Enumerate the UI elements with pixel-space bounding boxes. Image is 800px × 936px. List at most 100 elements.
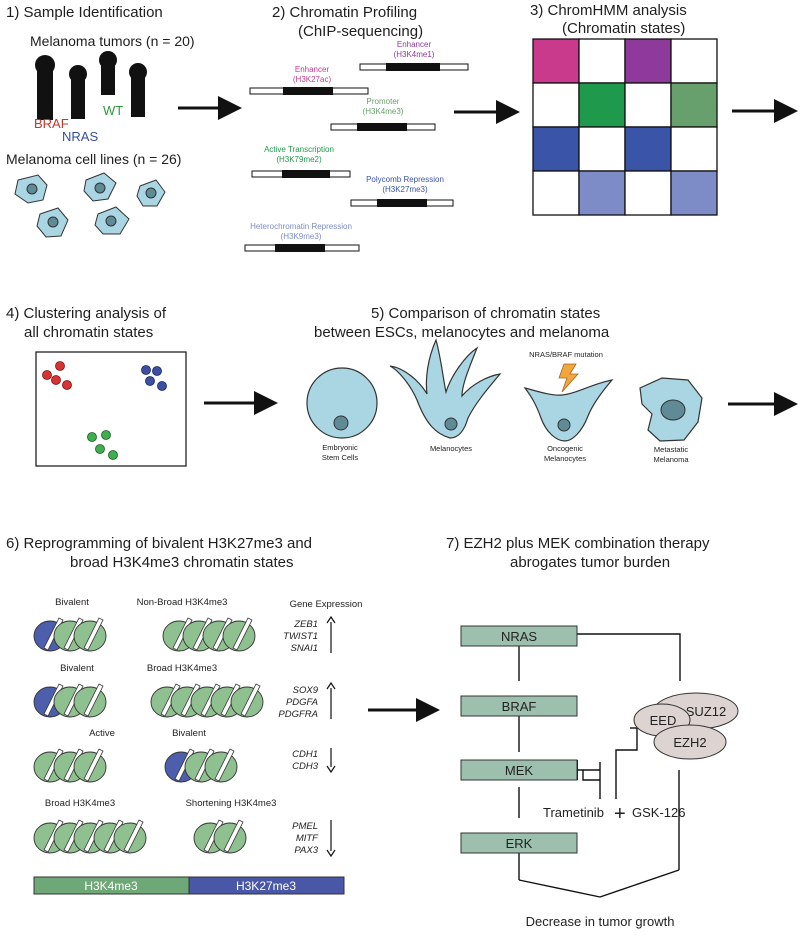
chromhmm-cell-r2-c4 (670, 82, 718, 128)
row3-right-nucleosome-3 (204, 748, 238, 783)
wt-label: WT (103, 103, 123, 118)
mek-label-p7: MEK (505, 763, 534, 778)
panel-4-title-line1: 4) Clustering analysis of (6, 305, 167, 322)
chromhmm-cell-r1-c2 (578, 38, 626, 84)
pathway-connectors (518, 633, 681, 898)
row3-right-state-label: Bivalent (172, 728, 206, 739)
braf-label: BRAF (34, 116, 69, 131)
chromhmm-cell-r3-c3 (624, 126, 672, 172)
row2-left-nucleosome-3 (73, 683, 107, 718)
ezh2-label: EZH2 (673, 735, 706, 750)
track-enhancer-h3k4me1-name: Enhancer (397, 40, 432, 49)
track-enhancer-h3k27ac-name: Enhancer (295, 65, 330, 74)
row4-right-state-label: Shortening H3K4me3 (186, 798, 277, 809)
row1-left-nucleosome-3 (73, 617, 107, 652)
panel-7-title-line1: 7) EZH2 plus MEK combination therapy (446, 535, 710, 552)
row4-gene-mitf: MITF (296, 833, 319, 844)
row2-right-state-label: Broad H3K4me3 (147, 663, 217, 674)
row1-expression-arrow-up (326, 615, 336, 653)
cluster-blue (141, 365, 167, 391)
panel-5-comparison: 5) Comparison of chromatin states betwee… (306, 305, 703, 464)
mutation-label: NRAS/BRAF mutation (529, 350, 603, 359)
panel-1-title: 1) Sample Identification (6, 4, 163, 21)
gsk126-label: GSK-126 (632, 805, 685, 820)
row1-gene-zeb1: ZEB1 (293, 619, 318, 630)
legend-h3k27me3-label: H3K27me3 (236, 879, 296, 893)
row2-gene-pdgfa: PDGFA (286, 697, 318, 708)
nras-label-p7: NRAS (501, 629, 537, 644)
row4-expression-arrow-down (326, 820, 336, 858)
chromhmm-cell-r4-c4 (670, 170, 718, 216)
cluster-green (87, 430, 118, 460)
row2-expression-arrow-up (326, 681, 336, 719)
row4-right-nucleosome-2 (213, 819, 247, 854)
row3-gene-cdh1: CDH1 (292, 749, 318, 760)
chromhmm-cell-r3-c1 (532, 126, 580, 172)
braf-box (460, 695, 578, 717)
melanoma-cell-lines-icons (14, 172, 166, 238)
metastatic-label-line1: Metastatic (654, 445, 688, 454)
oncogenic-melanocyte-icon (523, 379, 614, 442)
chromhmm-cell-r4-c3 (624, 170, 672, 216)
cell-lines-label: Melanoma cell lines (n = 26) (6, 151, 181, 167)
esc-label-line2: Stem Cells (322, 453, 359, 462)
row1-gene-snai1: SNAI1 (291, 643, 318, 654)
panel-7-combination-therapy: 7) EZH2 plus MEK combination therapy abr… (446, 535, 739, 929)
panel-3-title-line2: (Chromatin states) (562, 20, 685, 37)
row1-right-state-label: Non-Broad H3K4me3 (137, 597, 228, 608)
lightning-bolt-icon (558, 363, 579, 393)
panel-5-title-line2: between ESCs, melanocytes and melanoma (314, 324, 610, 341)
panel-6-title-line1: 6) Reprogramming of bivalent H3K27me3 an… (6, 535, 312, 552)
chromhmm-cell-r2-c1 (532, 82, 580, 128)
braf-label-p7: BRAF (502, 699, 537, 714)
track-heterochromatin-name: Heterochromatin Repression (250, 222, 352, 231)
row3-expression-arrow-down (326, 748, 336, 774)
panel-5-title-line1: 5) Comparison of chromatin states (371, 305, 600, 322)
row1-right-nucleosome-4 (222, 617, 256, 652)
row3-left-nucleosome-3 (73, 748, 107, 783)
track-polycomb-mark: (H3K27me3) (382, 185, 428, 194)
panel-2-chromatin-profiling: 2) Chromatin Profiling (ChIP-sequencing)… (244, 4, 469, 252)
row4-gene-pax3: PAX3 (294, 845, 318, 856)
nucleosome-rows: Bivalent Non-Broad H3K4me3ZEB1TWIST1SNAI1… (33, 597, 336, 858)
track-heterochromatin-mark: (H3K9me3) (281, 232, 322, 241)
oncogenic-label-line2: Melanocytes (544, 454, 586, 463)
row2-right-nucleosome-5 (230, 683, 264, 718)
chromhmm-cell-r3-c4 (670, 126, 718, 172)
plus-sign: + (614, 803, 626, 825)
track-enhancer-h3k4me1-mark: (H3K4me1) (394, 50, 435, 59)
row4-gene-pmel: PMEL (292, 821, 318, 832)
track-active-transcription-mark: (H3K79me2) (276, 155, 322, 164)
cluster-red (42, 361, 72, 390)
row2-gene-sox9: SOX9 (293, 685, 319, 696)
nras-box (460, 625, 578, 647)
row1-left-state-label: Bivalent (55, 597, 89, 608)
ezh2-ellipse (653, 724, 727, 760)
panel-4-clustering: 4) Clustering analysis of all chromatin … (6, 305, 187, 467)
track-polycomb-name: Polycomb Repression (366, 175, 444, 184)
panel-7-title-line2: abrogates tumor burden (510, 554, 670, 571)
suz12-label: SUZ12 (686, 704, 726, 719)
row1-gene-twist1: TWIST1 (283, 631, 318, 642)
track-enhancer-h3k27ac-mark: (H3K27ac) (293, 75, 332, 84)
erk-label-p7: ERK (506, 836, 533, 851)
nras-label: NRAS (62, 129, 98, 144)
panel-3-title-line1: 3) ChromHMM analysis (530, 2, 687, 19)
row2-gene-pdgfra: PDGFRA (278, 709, 318, 720)
track-promoter-mark: (H3K4me3) (363, 107, 404, 116)
oncogenic-label-line1: Oncogenic (547, 444, 583, 453)
chromhmm-state-grid (532, 38, 718, 216)
eed-label: EED (650, 713, 677, 728)
row4-left-state-label: Broad H3K4me3 (45, 798, 115, 809)
row4-left-nucleosome-5 (113, 819, 147, 854)
row3-left-state-label: Active (89, 728, 115, 739)
panel-3-chromhmm: 3) ChromHMM analysis (Chromatin states) (530, 2, 718, 216)
legend-h3k4me3-label: H3K4me3 (84, 879, 138, 893)
chromhmm-cell-r1-c3 (624, 38, 672, 84)
chromhmm-cell-r4-c2 (578, 170, 626, 216)
chromhmm-cell-r1-c4 (670, 38, 718, 84)
panel-1-sample-identification: 1) Sample Identification Melanoma tumors… (6, 4, 195, 238)
row2-left-state-label: Bivalent (60, 663, 94, 674)
chromhmm-cell-r2-c3 (624, 82, 672, 128)
